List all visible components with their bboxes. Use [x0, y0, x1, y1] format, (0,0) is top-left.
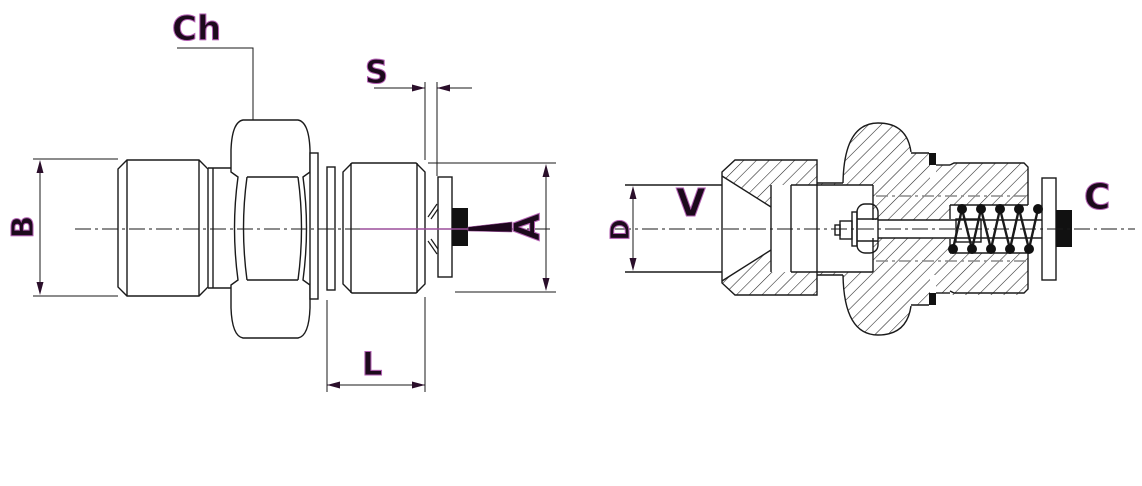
dimension-b — [33, 158, 118, 297]
dimension-s — [374, 82, 472, 176]
dim-label-s: S — [364, 53, 389, 91]
dim-label-c: C — [1083, 177, 1111, 218]
centerline-accent — [360, 221, 513, 233]
right-thread-body — [342, 162, 426, 294]
thread-relief-groove — [208, 167, 232, 289]
dimension-graphics — [33, 47, 637, 392]
dim-label-l: L — [361, 345, 383, 383]
dimension-d — [629, 186, 637, 271]
dim-label-b: B — [6, 215, 42, 239]
dimension-l — [326, 297, 426, 392]
left-thread-body — [117, 159, 209, 297]
poppet-nut-assembly — [834, 203, 879, 254]
dimension-a — [428, 162, 556, 293]
dim-label-a: A — [507, 213, 549, 242]
dim-label-v: V — [675, 181, 706, 225]
dim-label-ch: Ch — [171, 9, 222, 49]
leader-ch — [177, 47, 254, 120]
seal-block-section — [1056, 210, 1072, 247]
seal-block — [452, 208, 468, 246]
thread-pitch-lines — [876, 195, 1030, 262]
seal-chips — [929, 153, 1072, 305]
end-washer-plate — [437, 176, 453, 278]
dim-label-d: D — [606, 219, 637, 242]
collar-band — [309, 152, 319, 300]
